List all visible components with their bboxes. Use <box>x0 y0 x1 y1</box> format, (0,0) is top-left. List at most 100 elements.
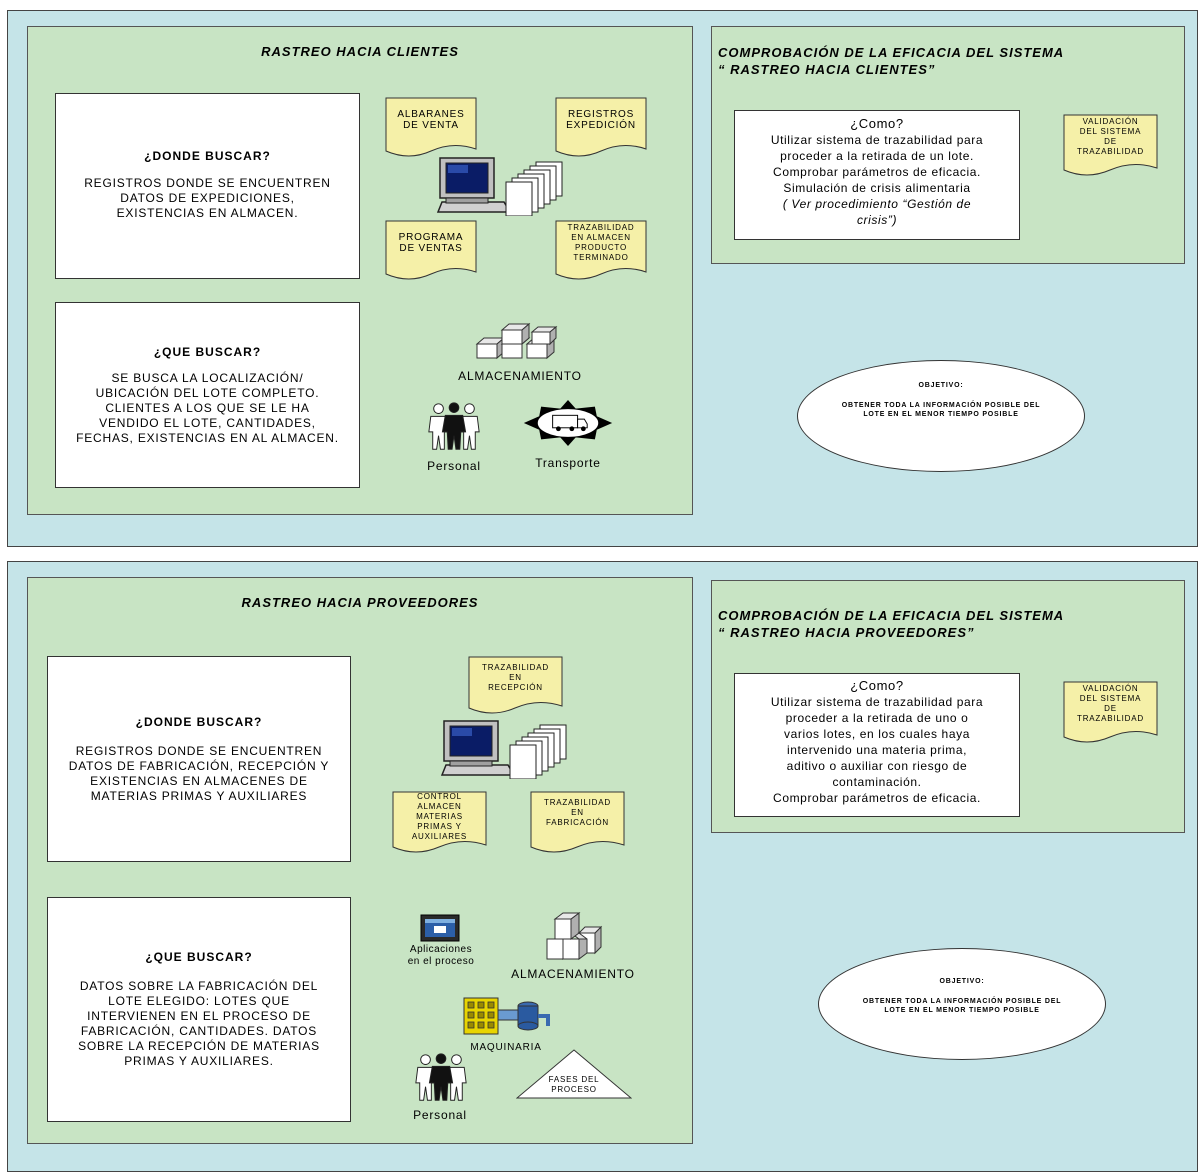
text-line: SE BUSCA LA LOCALIZACIÓN/ <box>111 371 304 385</box>
como-line: Utilizar sistema de trazabilidad para <box>770 133 984 147</box>
people-icon <box>412 1053 470 1103</box>
text-line: EXISTENCIAS EN ALMACENES DE <box>90 774 308 788</box>
doc-line: TRAZABILIDAD <box>567 223 635 232</box>
donde-text: REGISTROS DONDE SE ENCUENTREN DATOS DE F… <box>48 744 350 804</box>
doc-line: TERMINADO <box>573 253 629 262</box>
como-line: proceder a la retirada de uno o <box>785 711 969 725</box>
que-text: DATOS SOBRE LA FABRICACIÓN DEL LOTE ELEG… <box>48 979 350 1069</box>
check-title-line: COMPROBACIÓN DE LA EFICACIA DEL SISTEMA <box>718 45 1065 60</box>
text-line: DATOS SOBRE LA FABRICACIÓN DEL <box>79 979 319 993</box>
obj-line: LOTE EN EL MENOR TIEMPO POSIBLE <box>884 1007 1040 1014</box>
text-line: MATERIAS PRIMAS Y AUXILIARES <box>90 789 308 803</box>
como-line: crisis”) <box>856 213 898 227</box>
text-line: EXISTENCIAS EN ALMACEN. <box>116 206 299 220</box>
label-maquinaria: MAQUINARIA <box>470 1042 542 1053</box>
como-heading: ¿Como? <box>850 678 904 693</box>
label-personal: Personal <box>427 459 481 473</box>
text-line: FECHAS, EXISTENCIAS EN AL ALMACEN. <box>76 431 339 445</box>
panel-title: RASTREO HACIA PROVEEDORES <box>241 595 479 610</box>
computer-icon <box>440 719 580 779</box>
label-line: PROCESO <box>551 1085 597 1094</box>
donde-heading: ¿DONDE BUSCAR? <box>144 149 271 163</box>
doc-line: TRAZABILIDAD <box>1077 147 1144 156</box>
doc-line: TRAZABILIDAD <box>544 798 611 807</box>
obj-line: OBTENER TODA LA INFORMACIÓN POSIBLE DEL <box>841 402 1041 409</box>
como-line: intervenido una materia prima, <box>786 743 968 757</box>
doc-trazabilidad-almacen: TRAZABILIDAD EN ALMACEN PRODUCTO TERMINA… <box>555 220 647 282</box>
computer-icon <box>436 156 576 216</box>
label-aplicaciones: Aplicaciones en el proceso <box>395 944 487 968</box>
check-title-line: “ RASTREO HACIA PROVEEDORES” <box>718 625 975 640</box>
como-line: Comprobar parámetros de eficacia. <box>773 791 981 805</box>
doc-line: TRAZABILIDAD <box>482 663 549 672</box>
warehouse-stack-icon <box>543 905 603 965</box>
text-line: SOBRE LA RECEPCIÓN DE MATERIAS <box>78 1039 320 1053</box>
doc-control-almacen: CONTROL ALMACEN MATERIAS PRIMAS Y AUXILI… <box>392 791 487 855</box>
transport-truck-icon <box>520 398 616 448</box>
panel-title: RASTREO HACIA CLIENTES <box>261 44 459 59</box>
como-line: varios lotes, en los cuales haya <box>784 727 970 741</box>
doc-line: AUXILIARES <box>411 832 468 841</box>
objetivo-text: OBTENER TODA LA INFORMACIÓN POSIBLE DEL … <box>819 997 1105 1015</box>
doc-line: FABRICACIÓN <box>545 818 610 827</box>
label-line: en el proceso <box>407 956 475 967</box>
text-line: LOTE ELEGIDO: LOTES QUE <box>108 994 290 1008</box>
como-box: ¿Como? Utilizar sistema de trazabilidad … <box>734 110 1020 240</box>
text-line: CLIENTES A LOS QUE SE LE HA <box>105 401 310 415</box>
doc-line: DE VENTAS <box>399 243 463 254</box>
doc-line: MATERIAS <box>416 812 463 821</box>
label-line: FASES DEL <box>548 1075 600 1084</box>
como-box: ¿Como? Utilizar sistema de trazabilidad … <box>734 673 1020 817</box>
label-line: Aplicaciones <box>409 944 473 955</box>
doc-line: PRIMAS Y <box>417 822 462 831</box>
doc-albaranes: ALBARANES DE VENTA <box>385 97 477 159</box>
check-title-line: “ RASTREO HACIA CLIENTES” <box>718 62 936 77</box>
text-line: DATOS DE EXPEDICIONES, <box>120 191 295 205</box>
text-line: REGISTROS DONDE SE ENCUENTREN <box>84 176 331 190</box>
fases-label: FASES DEL PROCESO <box>516 1075 632 1095</box>
doc-line: PROGRAMA <box>398 232 464 243</box>
como-heading: ¿Como? <box>850 116 904 131</box>
que-heading: ¿QUE BUSCAR? <box>153 345 262 359</box>
warehouse-boxes-icon <box>472 322 572 362</box>
donde-text: REGISTROS DONDE SE ENCUENTREN DATOS DE E… <box>56 176 359 221</box>
doc-validacion: VALIDACIÓN DEL SISTEMA DE TRAZABILIDAD <box>1063 681 1158 745</box>
text-line: REGISTROS DONDE SE ENCUENTREN <box>75 744 323 758</box>
machinery-icon <box>462 994 552 1038</box>
label-personal: Personal <box>413 1108 467 1122</box>
check-title: COMPROBACIÓN DE LA EFICACIA DEL SISTEMA … <box>718 44 1064 78</box>
que-buscar-box: ¿QUE BUSCAR? SE BUSCA LA LOCALIZACIÓN/ U… <box>55 302 360 488</box>
obj-line: LOTE EN EL MENOR TIEMPO POSIBLE <box>863 411 1019 418</box>
check-title-line: COMPROBACIÓN DE LA EFICACIA DEL SISTEMA <box>718 608 1065 623</box>
doc-line: EN ALMACEN <box>571 233 631 242</box>
doc-line: EXPEDICIÓN <box>566 120 636 131</box>
text-line: PRIMAS Y AUXILIARES. <box>124 1054 274 1068</box>
objetivo-heading: OBJETIVO: <box>939 978 985 985</box>
doc-line: EN <box>509 673 522 682</box>
que-heading: ¿QUE BUSCAR? <box>145 950 253 964</box>
doc-line: REGISTROS <box>567 109 635 120</box>
como-line: proceder a la retirada de un lote. <box>780 149 974 163</box>
doc-line: PRODUCTO <box>574 243 628 252</box>
doc-line: DE <box>1104 704 1117 713</box>
doc-line: ALBARANES <box>397 109 465 120</box>
label-transporte: Transporte <box>535 456 601 470</box>
como-line: aditivo o auxiliar con riesgo de <box>786 759 968 773</box>
text-line: INTERVIENEN EN EL PROCESO DE <box>87 1009 311 1023</box>
doc-line: VALIDACIÓN <box>1082 684 1139 693</box>
text-line: DATOS DE FABRICACIÓN, RECEPCIÓN Y <box>68 759 330 773</box>
donde-buscar-box: ¿DONDE BUSCAR? REGISTROS DONDE SE ENCUEN… <box>47 656 351 862</box>
que-buscar-box: ¿QUE BUSCAR? DATOS SOBRE LA FABRICACIÓN … <box>47 897 351 1122</box>
doc-line: RECEPCIÓN <box>488 683 543 692</box>
triangle-shape <box>516 1049 632 1099</box>
doc-trazabilidad-fabricacion: TRAZABILIDAD EN FABRICACIÓN <box>530 791 625 855</box>
objetivo-ellipse: OBJETIVO: OBTENER TODA LA INFORMACIÓN PO… <box>818 948 1106 1060</box>
fases-triangle: FASES DEL PROCESO <box>516 1049 632 1099</box>
como-line: Comprobar parámetros de eficacia. <box>773 165 981 179</box>
que-text: SE BUSCA LA LOCALIZACIÓN/ UBICACIÓN DEL … <box>56 371 359 446</box>
check-title: COMPROBACIÓN DE LA EFICACIA DEL SISTEMA … <box>718 607 1064 641</box>
como-line: ( Ver procedimiento “Gestión de <box>782 197 972 211</box>
objetivo-ellipse: OBJETIVO: OBTENER TODA LA INFORMACIÓN PO… <box>797 360 1085 472</box>
doc-line: ALMACEN <box>417 802 462 811</box>
doc-line: DEL SISTEMA <box>1079 694 1142 703</box>
